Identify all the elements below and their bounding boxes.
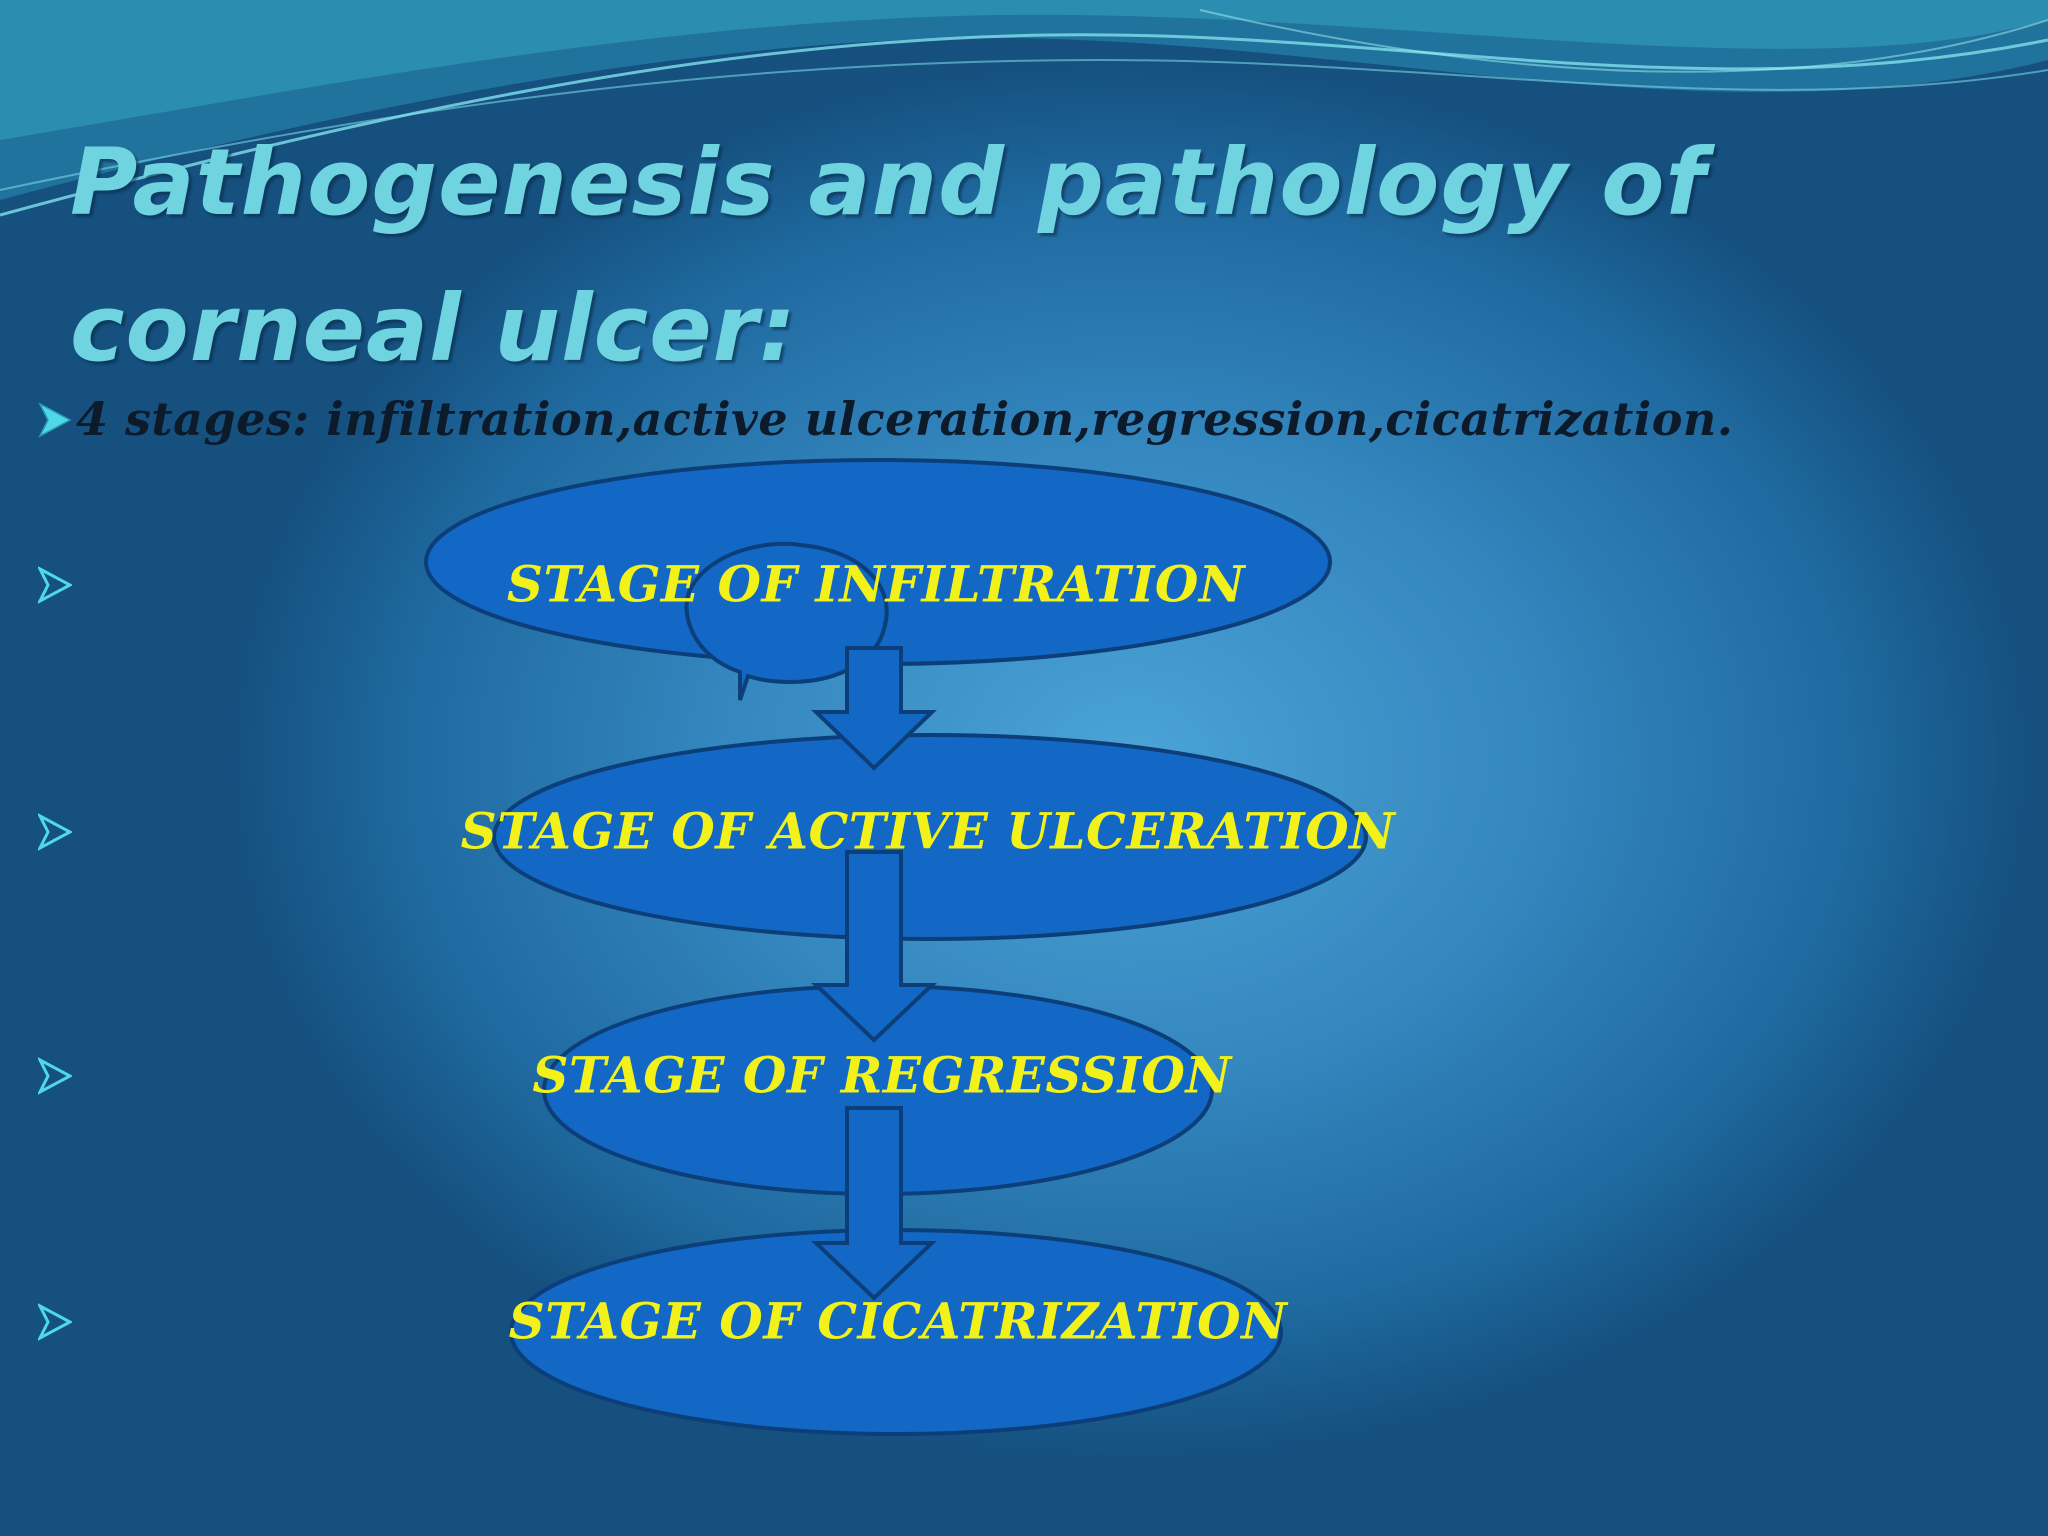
arrowhead-bullet-icon <box>38 1303 72 1341</box>
stage-ellipse-active-ulceration <box>492 733 1368 941</box>
down-arrow-icon <box>810 850 938 1043</box>
stages-summary: 4 stages: infiltration,active ulceration… <box>76 392 1734 446</box>
stage-label-infiltration: STAGE OF INFILTRATION <box>506 554 1246 614</box>
down-arrow-icon <box>810 1106 938 1301</box>
slide-title: Pathogenesis and pathology of corneal ul… <box>70 129 1707 382</box>
speech-bubble-icon <box>684 541 889 701</box>
arrowhead-bullet-icon <box>38 813 72 851</box>
stage-label-active-ulceration: STAGE OF ACTIVE ULCERATION <box>460 801 1396 861</box>
arrowhead-bullet-icon <box>38 566 72 604</box>
wave-decoration <box>0 0 2048 217</box>
stage-label-regression: STAGE OF REGRESSION <box>532 1045 1232 1105</box>
arrowhead-bullet-icon <box>38 402 72 438</box>
stage-label-cicatrization: STAGE OF CICATRIZATION <box>508 1291 1288 1351</box>
down-arrow-icon <box>811 646 937 771</box>
arrowhead-bullet-icon <box>38 1057 72 1095</box>
